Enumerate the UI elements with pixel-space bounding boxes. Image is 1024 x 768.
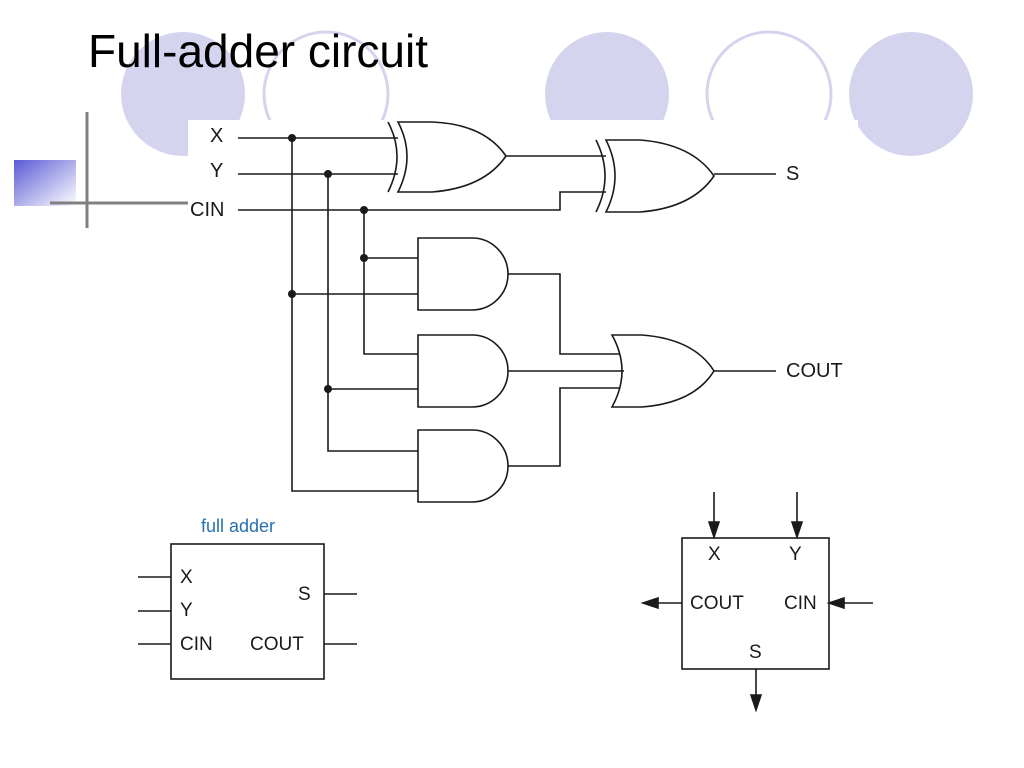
arrowhead-cin: [826, 596, 845, 610]
arrowhead-s: [749, 694, 763, 713]
cascade-pin-y: Y: [789, 544, 802, 565]
or-gate: [610, 334, 715, 408]
block-pin-cout: COUT: [250, 634, 304, 655]
arrowhead-y: [790, 521, 804, 540]
decor-circle-filled-3: [849, 32, 973, 156]
cascade-pin-s: S: [749, 642, 762, 663]
and-gate-1: [417, 237, 509, 311]
and-gate-2: [417, 334, 509, 408]
cascade-box: [681, 537, 830, 670]
junction-x-1: [288, 134, 296, 142]
arrowhead-cout: [640, 596, 659, 610]
cascade-pin-x: X: [708, 544, 721, 565]
decor-gradient-square: [14, 160, 76, 206]
gate-circuit: X Y CIN: [190, 121, 843, 503]
slide-title: Full-adder circuit: [88, 25, 428, 77]
xor-gate-2: [595, 139, 715, 213]
block-pin-cin: CIN: [180, 634, 213, 655]
input-label-x: X: [210, 125, 223, 147]
wire-x-bus: [291, 138, 418, 492]
cascade-pin-cin: CIN: [784, 593, 817, 614]
wire-and3-out: [508, 387, 620, 467]
full-adder-block-symbol: full adder X Y CIN S COUT: [138, 516, 357, 680]
block-box: [170, 543, 325, 680]
block-pin-x: X: [180, 567, 193, 588]
junction-y-2: [324, 385, 332, 393]
junction-x-2: [288, 290, 296, 298]
block-pin-s: S: [298, 584, 311, 605]
output-label-s: S: [786, 163, 799, 185]
arrowhead-x: [707, 521, 721, 540]
cascade-pin-cout: COUT: [690, 593, 744, 614]
input-label-cin: CIN: [190, 199, 224, 221]
block-pin-y: Y: [180, 600, 193, 621]
full-adder-cascade-symbol: X Y COUT CIN S: [640, 492, 873, 713]
and-gate-3: [417, 429, 509, 503]
junction-y-1: [324, 170, 332, 178]
junction-cin-2: [360, 254, 368, 262]
junction-cin-1: [360, 206, 368, 214]
input-label-y: Y: [210, 160, 223, 182]
wire-and1-out: [508, 273, 620, 355]
xor-gate-1: [387, 121, 507, 193]
block-caption: full adder: [201, 516, 275, 536]
wire-cin: [238, 191, 606, 211]
wire-y-bus: [327, 174, 418, 452]
diagram-canvas: [188, 120, 858, 520]
output-label-cout: COUT: [786, 360, 843, 382]
